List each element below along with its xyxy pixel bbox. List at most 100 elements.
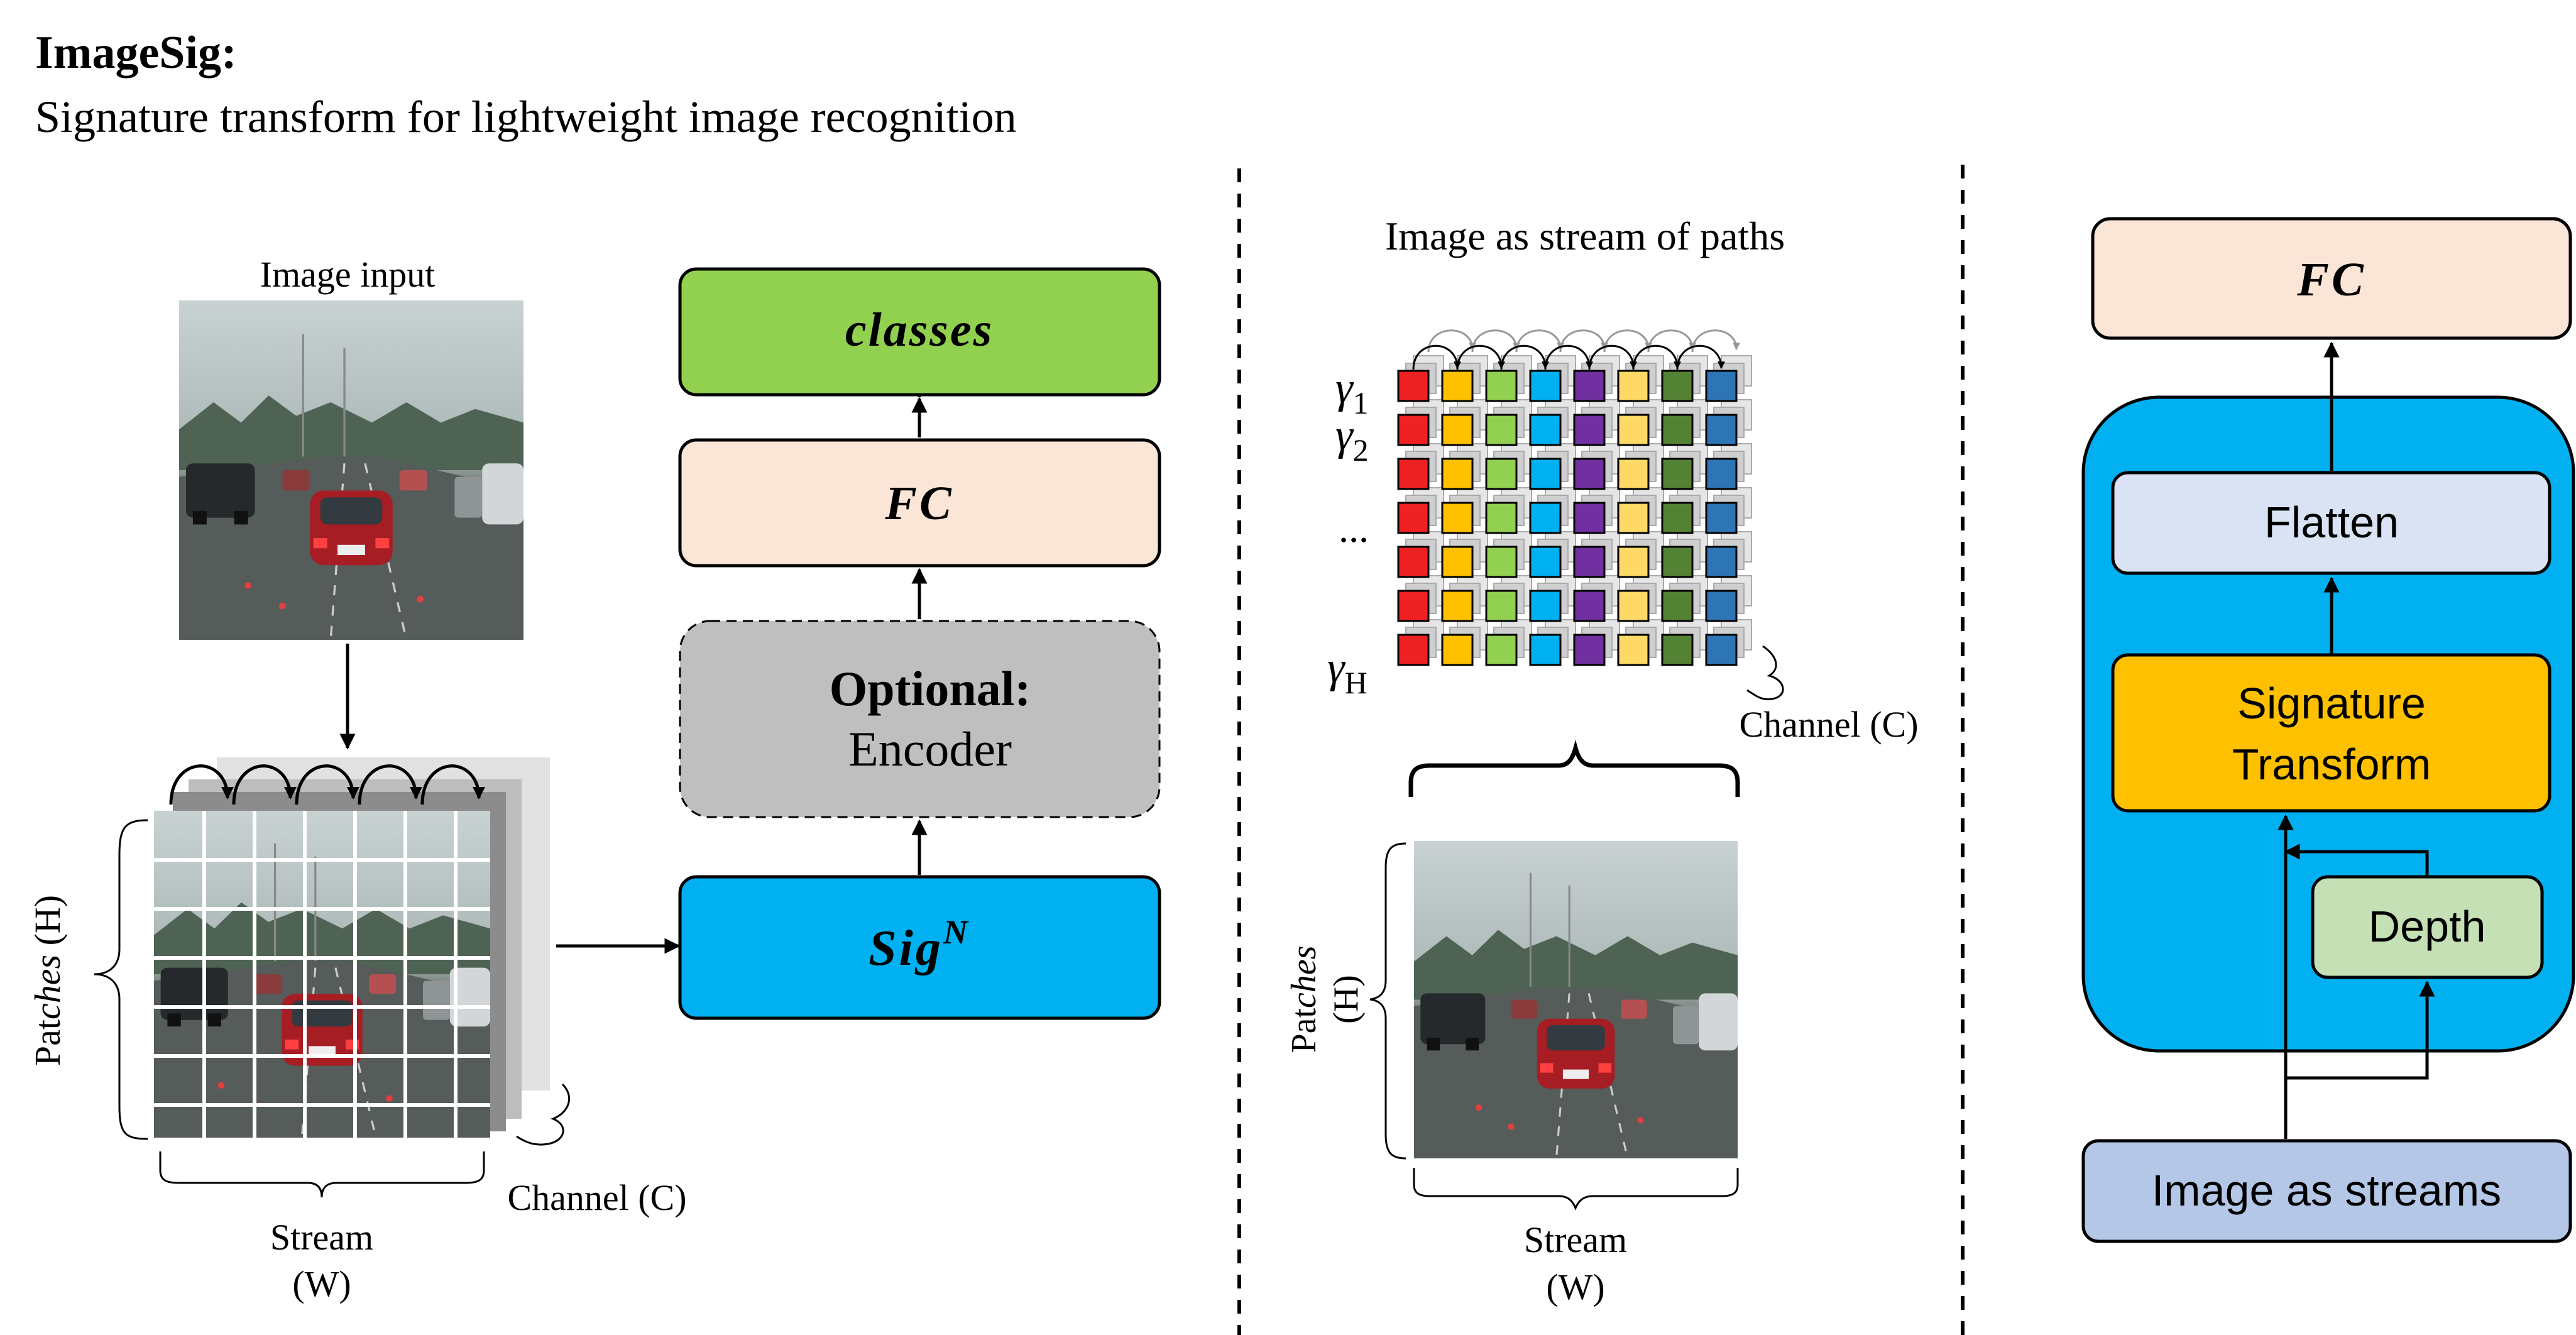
patches-brace-mid [1369, 842, 1406, 1160]
path-cell [1573, 590, 1606, 622]
fc-box [678, 438, 1161, 568]
classes-label: classes [845, 304, 994, 356]
path-hop-arc [1500, 344, 1549, 370]
path-cell [1397, 590, 1430, 622]
path-hop-arc [1676, 344, 1725, 370]
path-cell [1661, 458, 1694, 490]
image-as-streams-box [2081, 1139, 2572, 1243]
patched-image [154, 811, 490, 1138]
fc-label: FC [884, 477, 953, 530]
signature-label-line1: Signature [2237, 679, 2426, 728]
path-hop-arc [1544, 344, 1593, 370]
path-cell [1705, 414, 1738, 446]
path-cell [1397, 414, 1430, 446]
fc-label-right: FC [2296, 253, 2365, 306]
path-hop-arc [1632, 344, 1681, 370]
path-cell [1485, 458, 1518, 490]
path-cell [1529, 458, 1562, 490]
patches-label-left: Patches (H) [27, 895, 68, 1066]
path-cell [1661, 634, 1694, 666]
path-cell [1573, 634, 1606, 666]
path-hop-arc [1456, 344, 1505, 370]
path-cell [1661, 414, 1694, 446]
optional-sub: Encoder [848, 722, 1012, 776]
image-input-label: Image input [260, 254, 436, 295]
path-cell [1441, 634, 1474, 666]
path-cell [1705, 590, 1738, 622]
stream-image-mid [1414, 841, 1738, 1158]
path-cell [1485, 502, 1518, 534]
channel-squiggle-mid [1746, 645, 1784, 701]
path-cell [1705, 370, 1738, 402]
depth-label: Depth [2369, 902, 2486, 951]
path-hop-arc-back [1691, 329, 1740, 353]
path-cell [1661, 546, 1694, 578]
path-cell [1705, 546, 1738, 578]
path-hop-arc [1412, 344, 1461, 370]
signature-transform-box [2111, 653, 2551, 813]
stream-hop-arrows [169, 764, 485, 805]
stream-sub-left: (W) [292, 1263, 351, 1304]
path-cell [1617, 502, 1650, 534]
path-cell [1441, 458, 1474, 490]
stream-of-paths-title: Image as stream of paths [1385, 214, 1785, 258]
path-cell [1397, 634, 1430, 666]
path-cell [1441, 546, 1474, 578]
path-cell [1529, 370, 1562, 402]
path-cell [1573, 414, 1606, 446]
depth-connectors [2277, 814, 2435, 1139]
path-cell [1441, 414, 1474, 446]
path-hop-arc-back [1427, 329, 1476, 353]
path-cell [1441, 502, 1474, 534]
stream-brace-mid-bottom [1413, 1168, 1739, 1211]
path-cell [1529, 546, 1562, 578]
channel-squiggle-left [516, 1083, 571, 1146]
path-cell [1617, 590, 1650, 622]
path-cell [1617, 370, 1650, 402]
path-cell [1705, 634, 1738, 666]
path-cell [1573, 370, 1606, 402]
stream-sub-mid: (W) [1546, 1266, 1604, 1307]
image-as-streams-label: Image as streams [2152, 1166, 2501, 1215]
path-hop-arc-back [1647, 329, 1696, 353]
path-cell [1705, 458, 1738, 490]
path-cell [1661, 502, 1694, 534]
channel-label-mid: Channel (C) [1739, 704, 1918, 745]
gamma-label-h: γH [1327, 644, 1367, 700]
fc-box-right [2091, 217, 2572, 340]
input-image [179, 300, 523, 640]
diagram-title: ImageSig: [35, 27, 237, 79]
path-cell [1529, 414, 1562, 446]
signature-label-line2: Transform [2232, 740, 2431, 789]
path-hop-arc-back [1515, 329, 1564, 353]
flatten-label: Flatten [2264, 498, 2399, 547]
patches-label-mid: Patches [1285, 945, 1324, 1053]
path-cell [1573, 458, 1606, 490]
path-grid [1397, 329, 1752, 666]
path-cell [1661, 370, 1694, 402]
optional-encoder-box [679, 620, 1161, 818]
channel-label-left: Channel (C) [507, 1177, 686, 1218]
path-hop-arc [1588, 344, 1637, 370]
path-hop-arc-back [1559, 329, 1608, 353]
stream-label-left: Stream [270, 1217, 373, 1258]
stream-brace-mid-top [1408, 739, 1740, 797]
path-cell [1617, 634, 1650, 666]
sig-box [678, 875, 1161, 1020]
path-cell [1485, 590, 1518, 622]
path-cell [1617, 546, 1650, 578]
patches-brace-left [94, 819, 148, 1140]
path-cell [1485, 634, 1518, 666]
gamma-label-2: γ2 [1335, 411, 1369, 468]
stream-brace-left [159, 1151, 485, 1198]
path-cell [1485, 370, 1518, 402]
path-cell [1485, 546, 1518, 578]
path-hop-arc-back [1471, 329, 1520, 353]
path-cell [1529, 590, 1562, 622]
path-cell [1573, 502, 1606, 534]
diagram-subtitle: Signature transform for lightweight imag… [35, 92, 1017, 142]
path-cell [1617, 458, 1650, 490]
path-cell [1529, 634, 1562, 666]
path-cell [1485, 414, 1518, 446]
